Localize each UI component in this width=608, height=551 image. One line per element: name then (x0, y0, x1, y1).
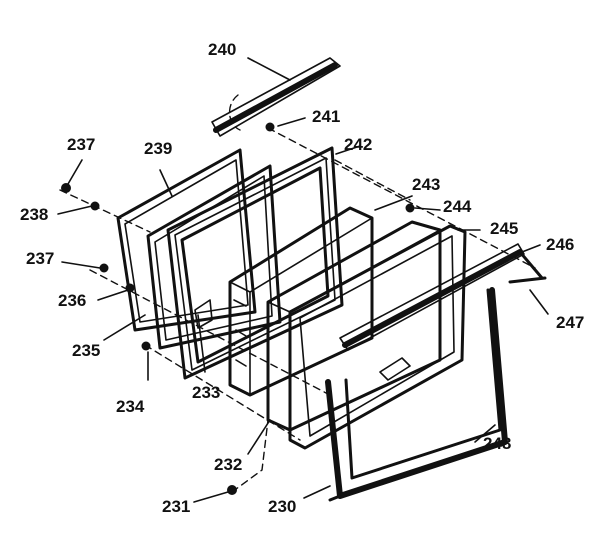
label-240: 240 (208, 40, 236, 59)
part-235-gasket-frame (146, 164, 282, 350)
part-243-insulation (228, 206, 374, 397)
part-238-screw (90, 201, 100, 211)
label-234: 234 (116, 397, 145, 416)
part-239-outer-glass (116, 148, 257, 332)
part-245-door-liner (288, 224, 467, 450)
part-242-inner-frame (166, 146, 344, 380)
label-245: 245 (490, 219, 518, 238)
label-235: 235 (72, 341, 100, 360)
label-238: 238 (20, 205, 48, 224)
part-246-door-handle (339, 243, 547, 351)
label-241: 241 (312, 107, 340, 126)
label-243: 243 (412, 175, 440, 194)
label-244: 244 (443, 197, 472, 216)
label-248: 248 (483, 434, 511, 453)
label-247: 247 (556, 313, 584, 332)
label-246: 246 (546, 235, 574, 254)
part-237-screw-top (61, 183, 71, 193)
leader-lines (57, 57, 549, 503)
label-231: 231 (162, 497, 190, 516)
label-242: 242 (344, 135, 372, 154)
part-237-screw-bottom (99, 263, 109, 273)
label-230: 230 (268, 497, 296, 516)
part-244-screw (405, 203, 415, 213)
part-241-screw (265, 122, 275, 132)
part-240-vent-trim (211, 57, 341, 137)
label-232: 232 (214, 455, 242, 474)
part-231-screw (227, 485, 237, 495)
part-234-screw (141, 341, 151, 351)
label-237-bottom: 237 (26, 249, 54, 268)
part-labels: 240 241 242 243 244 245 246 247 248 239 … (20, 40, 584, 516)
screws (61, 183, 237, 495)
label-239: 239 (144, 139, 172, 158)
label-236: 236 (58, 291, 86, 310)
label-233: 233 (192, 383, 220, 402)
part-248-gasket (325, 287, 508, 502)
label-237-top: 237 (67, 135, 95, 154)
